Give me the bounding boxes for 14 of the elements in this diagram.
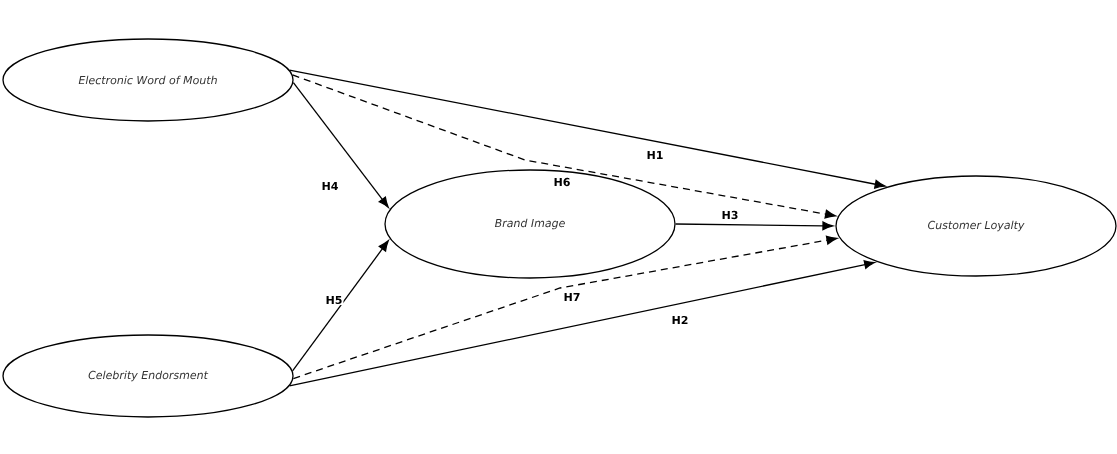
arrow [292, 235, 838, 380]
edge-label: H3 [720, 209, 740, 221]
edge-label: H4 [320, 181, 340, 191]
edge-label: H5 [324, 294, 344, 306]
arrow [292, 81, 389, 208]
edge-label: H6 [552, 176, 572, 188]
arrow [675, 221, 834, 231]
edge-label: H1 [645, 150, 665, 160]
arrow [288, 69, 886, 189]
edge-label: H7 [562, 292, 582, 302]
edge-label: H2 [670, 314, 690, 326]
arrow [288, 260, 876, 387]
arrow [291, 74, 836, 219]
arrow [291, 240, 389, 372]
